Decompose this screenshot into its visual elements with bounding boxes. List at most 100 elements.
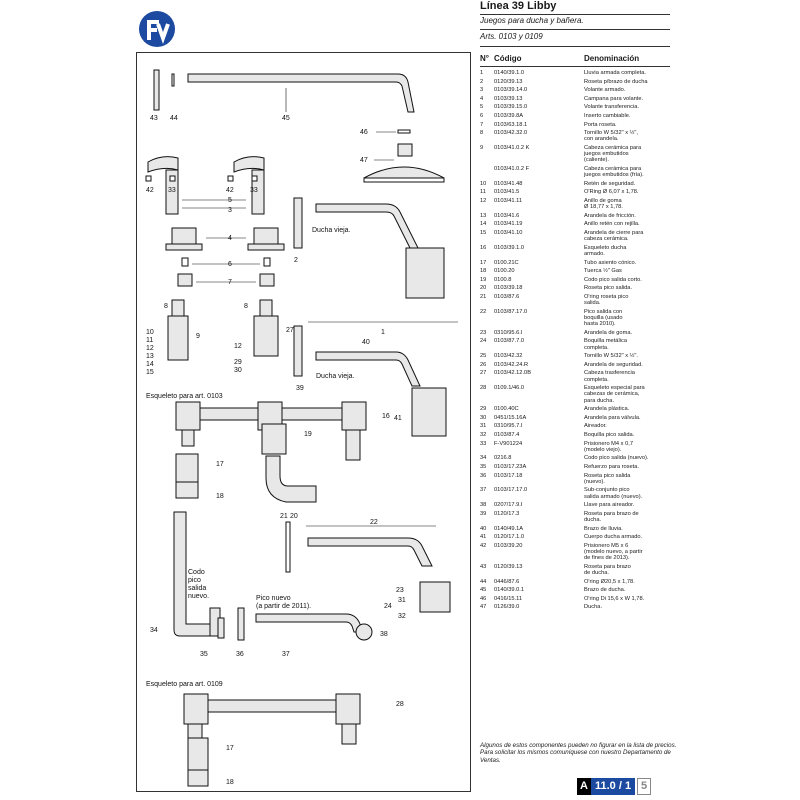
part-4-campana: 4 [165, 227, 285, 251]
cell-desc: Arandela para válvula. [584, 414, 641, 421]
callout-47: 47 [360, 157, 368, 164]
label-esqueleto-0103: Esqueleto para art. 0103 [146, 393, 223, 400]
cell-n: 43 [480, 563, 487, 570]
cell-desc: Inserto cambiable. [584, 113, 631, 119]
handle-right: 42 33 [226, 156, 265, 215]
cell-n: 40 [480, 525, 487, 532]
callout-34: 34 [150, 627, 158, 634]
callout-14: 14 [146, 361, 154, 368]
divider [480, 66, 670, 67]
callout-45: 45 [282, 115, 290, 122]
cell-code: 0103/39.20 [494, 542, 523, 549]
cell-code: 0103/17.17.0 [494, 487, 528, 494]
cell-desc: Roseta pico salida. [584, 285, 633, 292]
cell-n: 37 [480, 487, 487, 494]
cell-code: 0120/39.13 [494, 78, 523, 85]
callout-12: 12 [146, 345, 154, 352]
cell-n: 44 [480, 578, 487, 585]
callout-18: 18 [216, 493, 224, 500]
page-title: Línea 39 Libby [480, 0, 557, 12]
part-47-ducha: 47 [360, 143, 445, 183]
cell-desc: Tornillo W 5/32" x ½", con arandela. [584, 130, 638, 143]
cell-code: 0103/41.19 [494, 221, 523, 228]
callout-18: 18 [226, 779, 234, 786]
label-esqueleto-0109: Esqueleto para art. 0109 [146, 681, 223, 688]
callout-4: 4 [228, 235, 232, 242]
cell-n: 45 [480, 587, 487, 594]
callout-7: 7 [228, 279, 232, 286]
callout-17: 17 [216, 461, 224, 468]
cell-n: 11 [480, 189, 486, 196]
cell-desc: Sub-conjunto pico salida armado (nuevo). [584, 487, 643, 500]
cell-code: 0120/17.1.0 [494, 534, 525, 541]
cell-desc: Tuerca ½" Gas [584, 268, 622, 275]
label-pico-nuevo: Pico nuevo(a partir de 2011). [256, 595, 311, 610]
cell-n: 42 [480, 542, 487, 549]
callout-10: 10 [146, 329, 154, 336]
cell-n: 47 [480, 604, 487, 611]
cell-code: 0103/41.48 [494, 180, 523, 187]
cell-desc: Cabeza cerámica para juegos embutidos (c… [584, 145, 642, 164]
cell-code: 0103/87.4 [494, 432, 520, 438]
cell-code: 0207/17.9.I [494, 502, 523, 509]
cell-desc: Prisionero M4 x 0,7 (modelo viejo). [584, 440, 633, 453]
part-9-cabeza-ceramica: 8 10 11 12 13 14 15 9 [146, 299, 200, 376]
cell-n: 31 [480, 423, 487, 430]
cell-desc: Aireador. [584, 423, 607, 430]
divider [480, 14, 670, 15]
cell-n: 34 [480, 455, 487, 462]
part-27-cabeza-transferencia: 8 12 29 30 27 [234, 299, 294, 374]
cell-code: F-V901224 [494, 440, 523, 447]
cell-n: 14 [480, 221, 487, 228]
page-letter: A [577, 778, 591, 795]
cell-desc: Arandela de goma. [584, 329, 633, 336]
exploded-diagram: 43 44 45 46 47 42 33 42 33 5 [145, 69, 458, 787]
cell-n: 25 [480, 353, 487, 360]
cell-n: 24 [480, 338, 487, 345]
divider [480, 46, 670, 47]
part-45-brazo-ducha: 45 [187, 73, 415, 122]
callout-46: 46 [360, 129, 368, 136]
callout-38: 38 [380, 631, 388, 638]
cell-desc: Cuerpo ducha armado. [584, 534, 643, 541]
cell-desc: Volante transferencia. [584, 104, 640, 111]
callout-3: 3 [228, 207, 232, 214]
callout-24: 24 [384, 603, 392, 610]
cell-code: 0103/41.10 [494, 230, 523, 236]
part-43-roseta: 43 [150, 69, 160, 122]
cell-code: 0103/39.8A [494, 113, 524, 119]
cell-code: 0310/95.7.I [494, 423, 523, 430]
cell-n: 3 [480, 87, 484, 94]
cell-code: 0103/39.18 [494, 285, 523, 292]
cell-code: 0140/49.1A [494, 525, 524, 532]
cell-code: 0103/41.6 [494, 212, 520, 219]
cell-n: 4 [480, 95, 484, 102]
cell-desc: O'ring Ø20,5 x 1,78. [584, 578, 635, 585]
cell-n: 1 [480, 70, 484, 76]
cell-code: 0103/17.23A [494, 464, 527, 470]
cell-code: 0140/39.1.0 [494, 70, 525, 76]
cell-desc: Refuerzo para roseta. [584, 464, 640, 470]
callout-42: 42 [146, 187, 154, 194]
cell-desc: Campana para volante. [584, 95, 644, 102]
page-last: 5 [637, 778, 652, 795]
cell-n: 22 [480, 308, 487, 315]
cell-desc: Roseta pico salida (nuevo). [584, 472, 631, 485]
cell-n: 15 [480, 230, 487, 236]
page-indicator: A 11.0 / 1 5 [577, 778, 652, 795]
cell-desc: Anillo de goma Ø 18,77 x 1,78. [584, 198, 623, 211]
cell-code: 0103/39.15.0 [494, 104, 528, 111]
footer-note: Algunos de estos componentes pueden no f… [480, 742, 677, 764]
old-shower-1: Ducha vieja. [312, 203, 445, 299]
cell-desc: Brazo de lluvia. [584, 525, 623, 532]
callout-36: 36 [236, 651, 244, 658]
part-6-inserto: 6 [181, 257, 271, 268]
header-desc: Denominación [584, 54, 640, 63]
exploded-diagram-frame [136, 52, 471, 792]
cell-code: 0451/15.16A [494, 414, 527, 421]
divider [480, 29, 670, 30]
callout-6: 6 [228, 261, 232, 268]
cell-desc: Anillo retén con rejilla. [584, 221, 640, 228]
